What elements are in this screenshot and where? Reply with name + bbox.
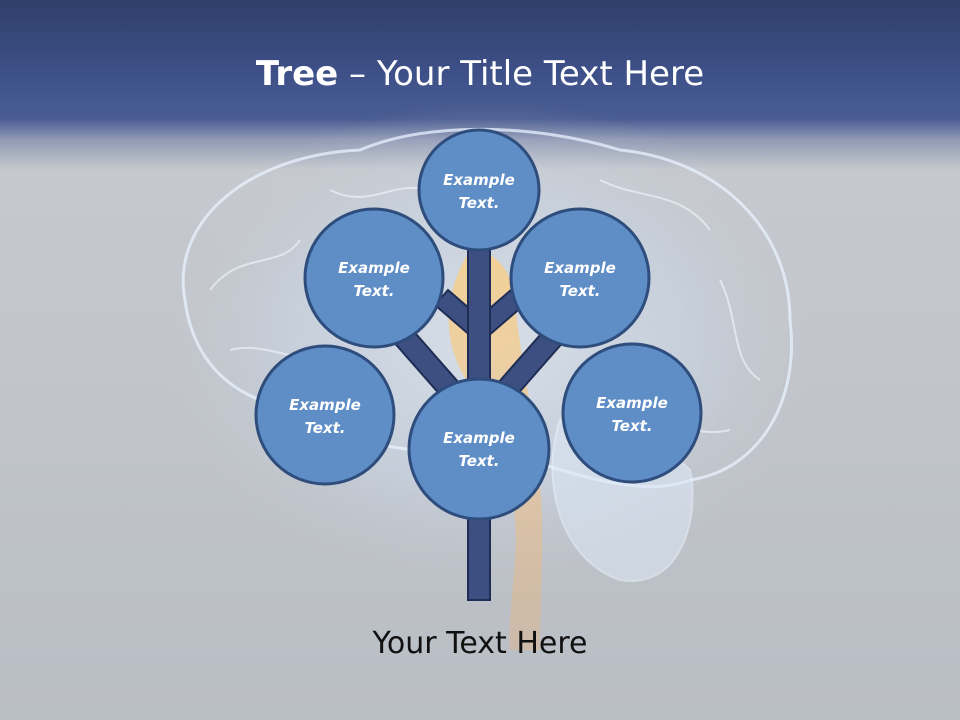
node-label-line1: Example	[289, 396, 361, 414]
tree-node: Example Text.	[561, 342, 703, 484]
tree-node: Example Text.	[417, 128, 541, 252]
footer-text: Your Text Here	[372, 626, 588, 661]
node-label-line2: Text.	[559, 282, 600, 300]
tree-node: Example Text.	[509, 207, 651, 349]
node-label-line1: Example	[596, 394, 668, 412]
node-label-line2: Text.	[458, 194, 499, 212]
node-label-line1: Example	[338, 259, 410, 277]
tree-node: Example Text.	[303, 207, 445, 349]
node-label-line2: Text.	[353, 282, 394, 300]
tree-node-center: Example Text.	[407, 377, 551, 521]
node-label-line1: Example	[443, 429, 515, 447]
node-label-line1: Example	[443, 171, 515, 189]
node-label-line1: Example	[544, 259, 616, 277]
title-rest: Your Title Text Here	[376, 54, 705, 94]
node-label-line2: Text.	[458, 452, 499, 470]
node-label-line2: Text.	[304, 419, 345, 437]
title-bold: Tree	[255, 54, 339, 94]
title-dash: –	[338, 54, 377, 94]
slide-title: Tree – Your Title Text Here	[0, 52, 960, 96]
node-label-line2: Text.	[611, 417, 652, 435]
tree-node: Example Text.	[254, 344, 396, 486]
